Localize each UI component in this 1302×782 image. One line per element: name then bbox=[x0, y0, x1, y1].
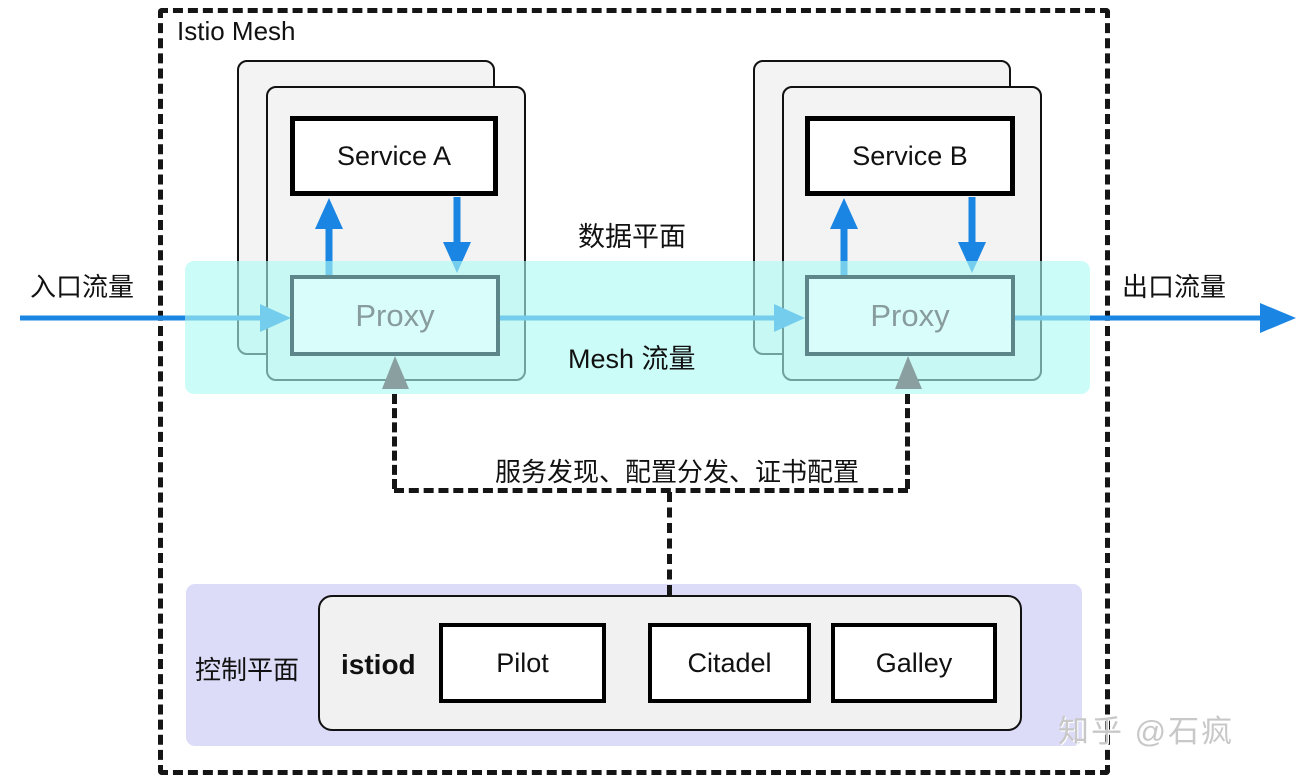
service-b-box: Service B bbox=[805, 116, 1015, 196]
service-b-label: Service B bbox=[852, 140, 968, 171]
mesh-boundary bbox=[158, 8, 1110, 775]
proxy-a-box: Proxy bbox=[290, 275, 500, 356]
service-a-label: Service A bbox=[336, 140, 452, 171]
discovery-label: 服务发现、配置分发、证书配置 bbox=[494, 457, 859, 487]
service-a-box: Service A bbox=[290, 116, 498, 196]
proxy-b-box: Proxy bbox=[805, 275, 1015, 356]
dashed-line-to-istiod bbox=[667, 492, 672, 595]
pilot-box: Pilot bbox=[439, 623, 606, 703]
mesh-title: Istio Mesh bbox=[177, 16, 296, 46]
dashed-line-to-proxy-a bbox=[392, 394, 397, 489]
galley-box: Galley bbox=[831, 623, 997, 703]
data-plane-label: 数据平面 bbox=[578, 222, 686, 252]
watermark: 知乎 @石疯 bbox=[1058, 714, 1235, 749]
galley-label: Galley bbox=[875, 647, 953, 678]
pilot-label: Pilot bbox=[496, 647, 549, 678]
dashed-line-to-proxy-b bbox=[905, 394, 910, 489]
proxy-b-label: Proxy bbox=[870, 297, 950, 333]
proxy-a-label: Proxy bbox=[355, 297, 435, 333]
dashed-line-horizontal bbox=[394, 488, 908, 493]
control-plane-label: 控制平面 bbox=[195, 655, 300, 685]
ingress-label: 入口流量 bbox=[30, 272, 135, 302]
citadel-label: Citadel bbox=[687, 647, 772, 678]
istiod-label: istiod bbox=[341, 649, 416, 680]
egress-label: 出口流量 bbox=[1122, 272, 1227, 302]
mesh-traffic-label: Mesh 流量 bbox=[568, 344, 696, 374]
citadel-box: Citadel bbox=[648, 623, 811, 703]
